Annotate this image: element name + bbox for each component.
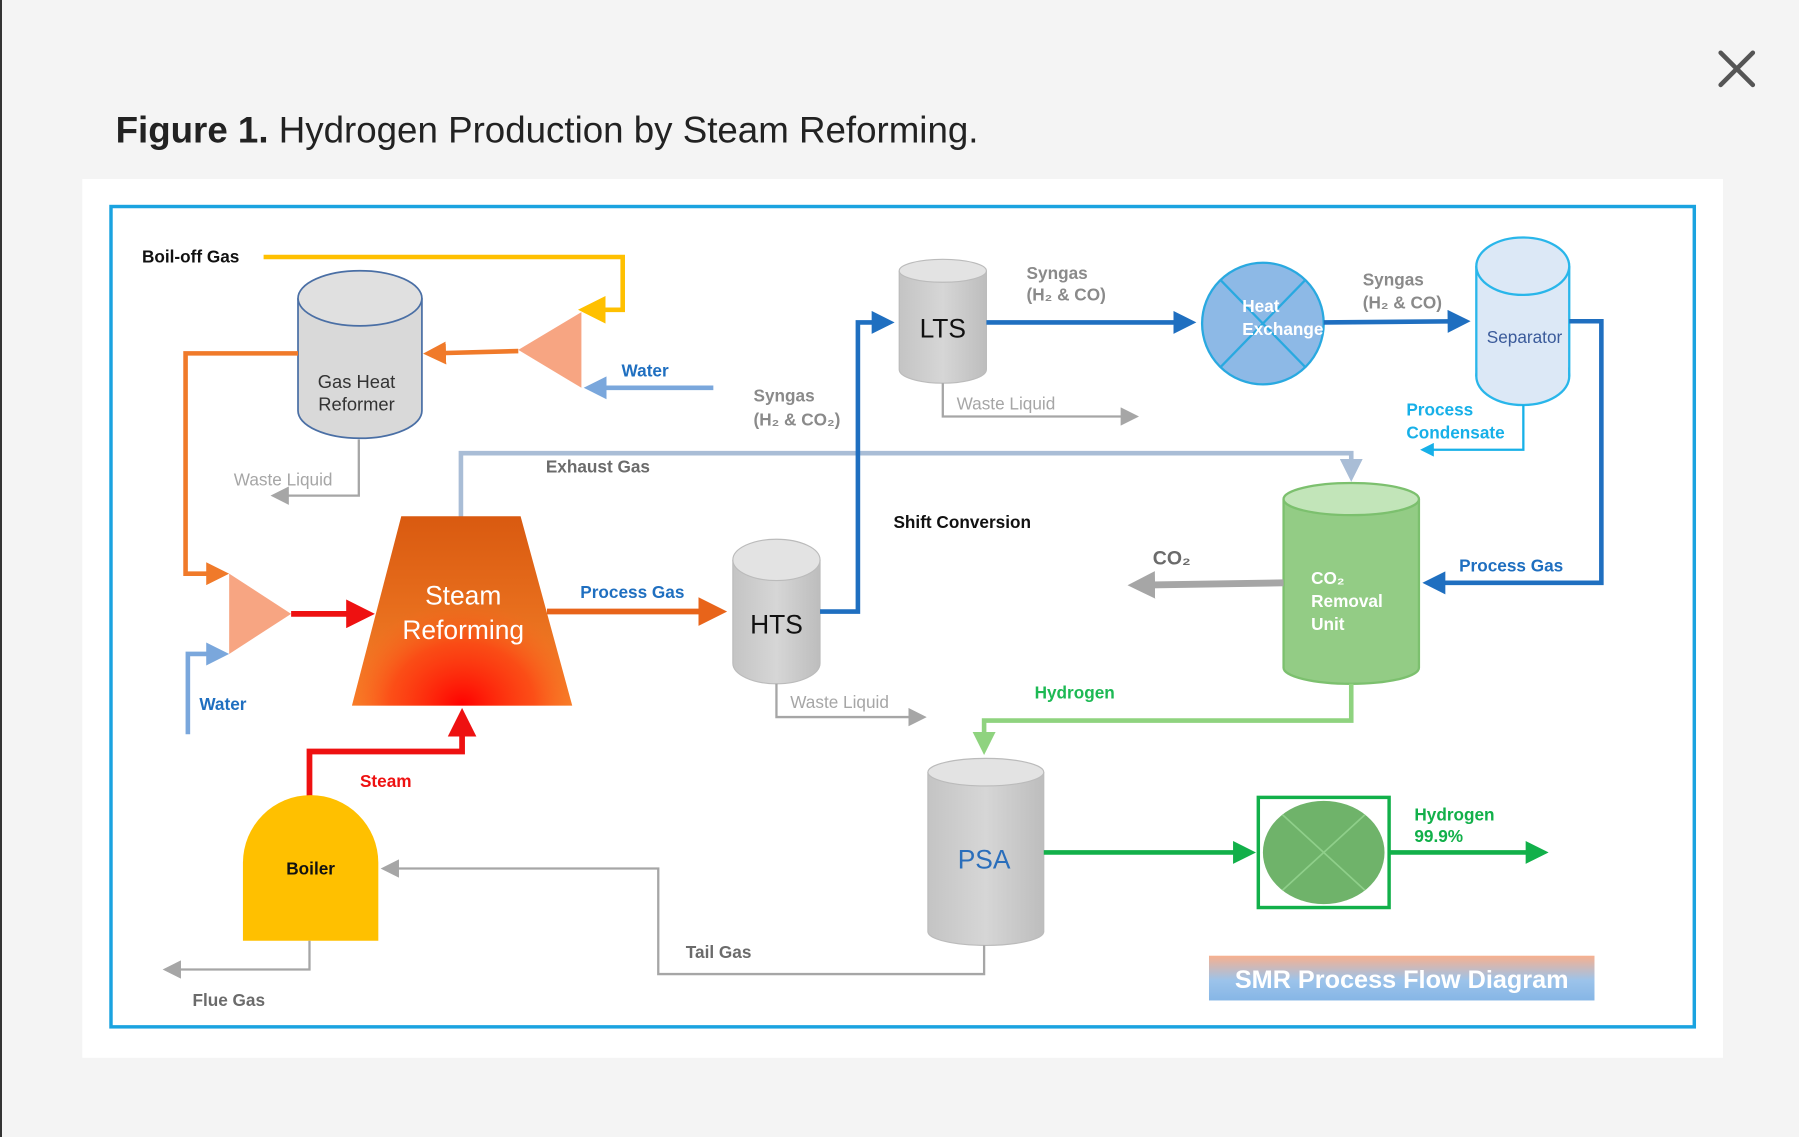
svg-text:CO₂: CO₂ (1311, 568, 1344, 588)
label-tail-gas: Tail Gas (686, 942, 752, 962)
label-syngas-co-1: Syngas (1027, 263, 1088, 283)
label-water-top: Water (622, 360, 669, 380)
svg-text:(H₂ & CO): (H₂ & CO) (1027, 285, 1106, 305)
label-flue-gas: Flue Gas (192, 990, 265, 1010)
exhaust-gas-line (458, 450, 1363, 519)
svg-text:Boiler: Boiler (286, 858, 335, 878)
diagram-frame (109, 204, 1697, 1029)
figure-title: Figure 1. Hydrogen Production by Steam R… (116, 109, 979, 150)
boiler: Boiler (242, 795, 379, 941)
co2-out-flow (1127, 571, 1284, 599)
hydrogen-to-psa-line (972, 683, 1354, 755)
co2-removal-unit: CO₂ Removal Unit (1282, 481, 1421, 685)
svg-text:Unit: Unit (1311, 614, 1345, 634)
label-co2: CO₂ (1153, 547, 1191, 569)
hts-vessel: HTS (732, 538, 821, 685)
lts-vessel: LTS (898, 258, 987, 384)
label-process-gas-1: Process Gas (580, 582, 684, 602)
label-waste-liquid-1: Waste Liquid (234, 469, 333, 489)
label-hydrogen-output: Hydrogen (1414, 804, 1494, 824)
tail-gas-line (380, 859, 986, 976)
label-boil-off-gas: Boil-off Gas (142, 247, 239, 267)
close-icon[interactable] (1718, 50, 1756, 88)
waste-liquid-line-2 (941, 383, 1139, 426)
label-water-left: Water (199, 694, 246, 714)
steam-reformer: Steam Reforming (351, 516, 573, 706)
svg-text:Heat: Heat (1242, 296, 1280, 316)
waste-liquid-line-1 (270, 439, 360, 505)
flue-gas-line (162, 940, 311, 979)
label-syngas-co2: Syngas (753, 386, 814, 406)
label-steam: Steam (360, 771, 412, 791)
top-compressor (518, 312, 582, 388)
svg-text:Reformer: Reformer (318, 394, 394, 415)
flow-compressor-to-reformer (423, 341, 519, 365)
heat-exchanger-to-separator-line (1323, 309, 1471, 333)
svg-text:(H₂ & CO₂): (H₂ & CO₂) (753, 410, 840, 430)
heat-exchanger: Heat Exchange (1200, 261, 1325, 386)
label-exhaust-gas: Exhaust Gas (546, 457, 650, 477)
psa-vessel: PSA (927, 757, 1045, 946)
svg-text:Removal: Removal (1311, 591, 1383, 611)
svg-text:Separator: Separator (1487, 327, 1563, 347)
svg-text:Steam: Steam (425, 581, 501, 611)
separator-vessel: Separator (1475, 236, 1571, 407)
hts-to-lts-line (820, 310, 895, 614)
hydrogen-purifier (1256, 795, 1391, 910)
svg-text:Condensate: Condensate (1406, 422, 1504, 442)
svg-text:SMR Process Flow Diagram: SMR Process Flow Diagram (1235, 966, 1569, 994)
label-process-condensate: Process (1406, 399, 1473, 419)
reformer-to-mixer-line (183, 351, 299, 586)
label-process-gas-2: Process Gas (1459, 555, 1563, 575)
label-syngas-co-2: Syngas (1363, 270, 1424, 290)
svg-text:HTS: HTS (750, 609, 803, 639)
gas-heat-reformer: Gas Heat Reformer (297, 269, 423, 440)
water-left-line (185, 642, 230, 735)
label-waste-liquid-3: Waste Liquid (790, 692, 889, 712)
steam-line (306, 707, 477, 798)
label-hydrogen-purity: 99.9% (1414, 826, 1463, 846)
label-hydrogen-1: Hydrogen (1035, 683, 1115, 703)
svg-text:LTS: LTS (920, 313, 966, 343)
svg-text:PSA: PSA (958, 845, 1011, 875)
waste-liquid-line-3 (775, 683, 927, 727)
label-waste-liquid-2: Waste Liquid (957, 394, 1056, 414)
svg-text:Exchange: Exchange (1242, 319, 1323, 339)
bottom-mixer (229, 573, 292, 654)
svg-text:(H₂ & CO): (H₂ & CO) (1363, 293, 1442, 313)
svg-text:Reforming: Reforming (402, 615, 524, 645)
diagram-banner: SMR Process Flow Diagram (1208, 955, 1595, 1001)
boil-off-gas-line (263, 254, 625, 324)
svg-text:Gas Heat: Gas Heat (318, 371, 396, 392)
process-condensate-line (1420, 405, 1525, 457)
flow-diagram: Boil-off Gas Water Gas Heat Reformer Was… (142, 236, 1604, 1010)
separator-to-co2-removal-line (1422, 318, 1604, 595)
label-shift-conversion: Shift Conversion (893, 512, 1031, 532)
